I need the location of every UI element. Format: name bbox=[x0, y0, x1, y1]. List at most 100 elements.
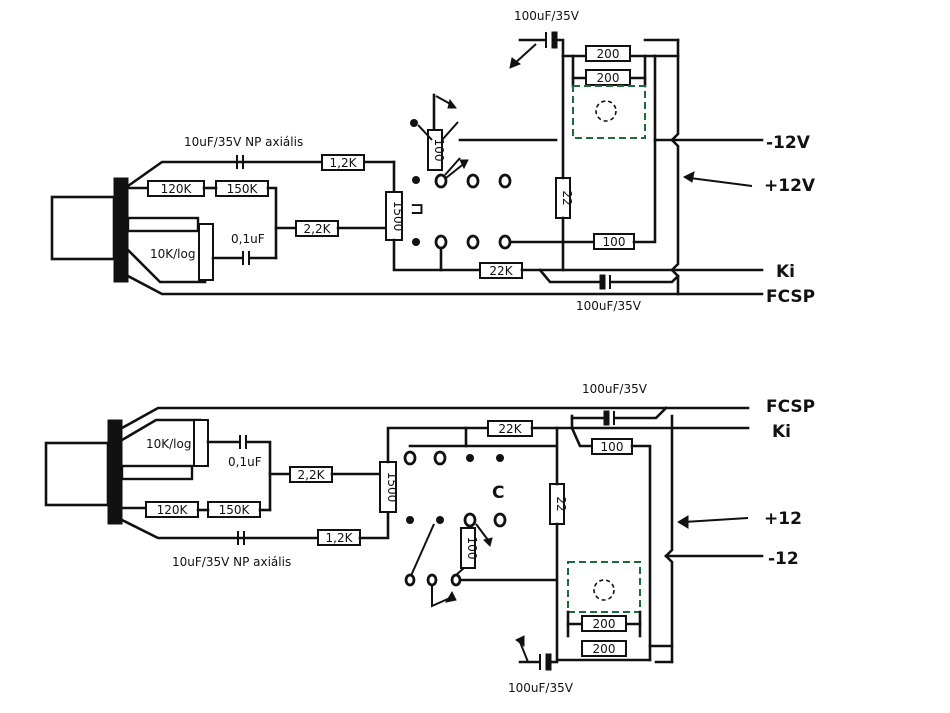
switch-pad bbox=[434, 173, 448, 189]
arrow-head bbox=[483, 537, 493, 547]
wire bbox=[417, 124, 433, 141]
capacitor-label: 100uF/35V bbox=[508, 681, 574, 695]
arrow-head bbox=[447, 98, 457, 109]
resistor-label: 120K bbox=[157, 503, 189, 517]
switch-pad bbox=[463, 512, 477, 528]
arrow bbox=[475, 523, 489, 541]
jack-body bbox=[50, 195, 116, 261]
switch-pad bbox=[498, 234, 512, 250]
switch-pad bbox=[466, 173, 480, 189]
arrow bbox=[689, 177, 753, 187]
switch-mark: C bbox=[492, 483, 504, 503]
solder-dot bbox=[406, 516, 414, 524]
capacitor-label: 0,1uF bbox=[231, 232, 265, 246]
resistor-100-vertical bbox=[460, 527, 476, 569]
diagram-top: 120K 150K 10uF/35V NP axiális 1,2K 10K/l… bbox=[50, 9, 816, 313]
resistor-label: 200 bbox=[597, 47, 620, 61]
resistor-label: 150K bbox=[219, 503, 251, 517]
resistor-label: 22 bbox=[560, 190, 574, 205]
resistor-label: 150K bbox=[227, 182, 259, 196]
wire bbox=[392, 238, 482, 272]
switch-pad bbox=[450, 573, 462, 587]
capacitor-plate bbox=[603, 410, 610, 426]
wire bbox=[358, 510, 390, 540]
capacitor-label: 0,1uF bbox=[228, 455, 262, 469]
switch-pad bbox=[493, 512, 507, 528]
jack-flange bbox=[113, 177, 129, 283]
resistor-200a bbox=[581, 615, 627, 632]
wire bbox=[555, 522, 652, 662]
wire bbox=[455, 567, 465, 576]
wire bbox=[246, 440, 272, 512]
switch-pad bbox=[434, 234, 448, 250]
rail-label-out: Ki bbox=[776, 262, 795, 282]
wire bbox=[120, 406, 750, 430]
resistor-200b bbox=[581, 640, 627, 657]
arrow-head bbox=[682, 171, 695, 183]
resistor-label: 100 bbox=[432, 139, 446, 162]
resistor-label: 100 bbox=[465, 537, 479, 560]
solder-dot bbox=[412, 238, 420, 246]
wire bbox=[126, 160, 396, 188]
wire bbox=[120, 518, 320, 540]
arrow-head bbox=[509, 57, 522, 69]
resistor-label: 1500 bbox=[385, 472, 399, 503]
wire bbox=[120, 418, 202, 442]
resistor-label: 22K bbox=[489, 264, 513, 278]
potentiometer bbox=[198, 223, 214, 281]
switch-pad bbox=[403, 450, 417, 466]
pot-label: 10K/log bbox=[146, 437, 191, 451]
switch-pad bbox=[498, 173, 512, 189]
resistor-200a bbox=[585, 45, 631, 62]
solder-dot bbox=[466, 454, 474, 462]
wire bbox=[632, 54, 657, 244]
rail-label-out: Ki bbox=[772, 422, 791, 442]
ic-outline-dashed bbox=[567, 561, 641, 613]
jack-body bbox=[44, 441, 110, 507]
diagram-bottom: 10K/log 0,1uF 2,2K 120K 150K 10uF/35V NP… bbox=[44, 382, 815, 695]
wire bbox=[444, 157, 461, 176]
wire bbox=[555, 38, 565, 58]
resistor-label: 22K bbox=[498, 422, 522, 436]
resistor-label: 200 bbox=[597, 71, 620, 85]
resistor-label: 1,2K bbox=[326, 531, 354, 545]
pot-label: 10K/log bbox=[150, 247, 195, 261]
wire bbox=[610, 274, 680, 284]
arrow bbox=[683, 517, 749, 523]
capacitor-label: 100uF/35V bbox=[514, 9, 580, 23]
switch-pad bbox=[426, 573, 438, 587]
solder-dot bbox=[412, 176, 420, 184]
resistor-label: 100 bbox=[601, 440, 624, 454]
arrow bbox=[519, 641, 529, 663]
wire bbox=[570, 426, 594, 448]
capacitor-plate bbox=[599, 274, 606, 290]
resistor-label: 22 bbox=[554, 496, 568, 511]
arrow-head bbox=[515, 635, 525, 647]
arrow bbox=[431, 586, 451, 608]
rail-label-minus12: -12 bbox=[768, 549, 799, 569]
solder-dot bbox=[496, 454, 504, 462]
jack-flange bbox=[107, 419, 123, 525]
capacitor-label: 10uF/35V NP axiális bbox=[184, 135, 303, 149]
wire bbox=[441, 121, 459, 141]
wire bbox=[266, 186, 278, 260]
ic-outline-dashed bbox=[572, 85, 646, 139]
wire bbox=[670, 38, 680, 296]
jack-lug bbox=[120, 464, 194, 481]
arrow bbox=[513, 43, 537, 65]
rail-label-plus12: +12 bbox=[764, 509, 802, 529]
mount-hole bbox=[595, 100, 617, 122]
wire bbox=[538, 268, 602, 284]
wire bbox=[386, 426, 490, 464]
resistor-label: 2,2K bbox=[298, 468, 326, 482]
resistor-1k2 bbox=[321, 154, 365, 171]
mount-hole bbox=[593, 579, 615, 601]
switch-pad bbox=[404, 573, 416, 587]
switch-pad bbox=[433, 450, 447, 466]
capacitor-label: 100uF/35V bbox=[582, 382, 648, 396]
switch-pad bbox=[466, 234, 480, 250]
wire bbox=[614, 406, 668, 420]
wire bbox=[126, 274, 764, 296]
rail-label-minus12: -12V bbox=[766, 133, 811, 153]
